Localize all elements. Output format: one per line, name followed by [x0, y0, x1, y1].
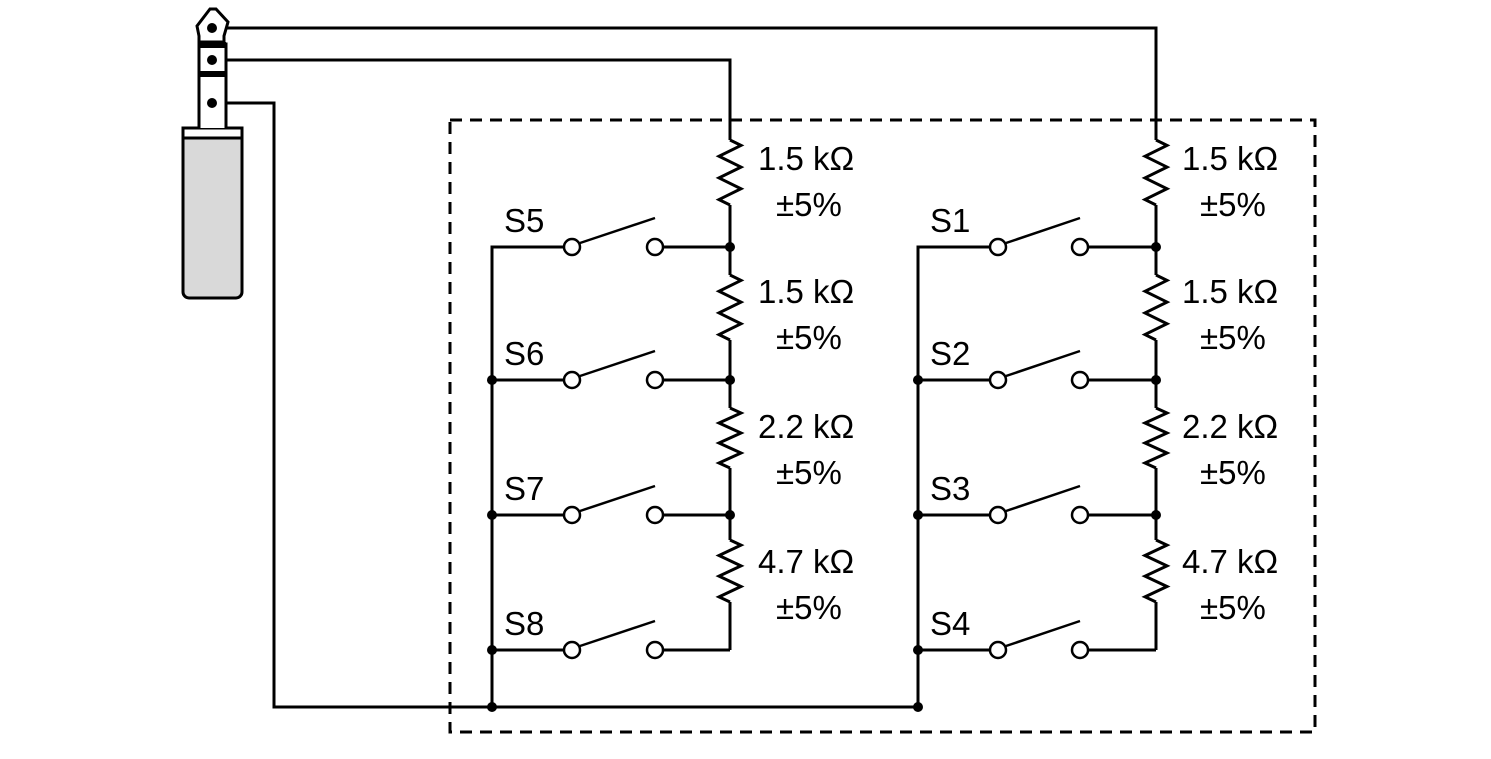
- resistor-tolerance-label: ±5%: [776, 319, 842, 356]
- switch-terminal: [645, 640, 665, 660]
- enclosure-dashed-box: [448, 118, 1317, 734]
- junction-dot: [1151, 375, 1161, 385]
- resistor-value-label: 1.5 kΩ: [758, 140, 854, 177]
- junction-dot: [1151, 242, 1161, 252]
- resistor-tolerance-label: ±5%: [1200, 589, 1266, 626]
- resistor-tolerance-label: ±5%: [776, 454, 842, 491]
- resistor-tolerance-label: ±5%: [1200, 319, 1266, 356]
- resistor-22k: [1141, 406, 1171, 470]
- junction-dot: [487, 510, 497, 520]
- junction-dot: [913, 375, 923, 385]
- resistor-tolerance-label: ±5%: [776, 186, 842, 223]
- junction-dot: [725, 510, 735, 520]
- junction-dot: [913, 645, 923, 655]
- ground-junction-dot: [913, 702, 923, 712]
- plug-barrel-collar: [181, 126, 244, 140]
- sleeve-wire: [212, 101, 918, 709]
- switch-terminal: [562, 505, 582, 525]
- switch-terminal: [988, 505, 1008, 525]
- junction-dot: [725, 242, 735, 252]
- resistor-15k: [1141, 138, 1171, 207]
- switch-lever: [579, 216, 656, 245]
- switch-terminal: [988, 640, 1008, 660]
- switch-terminal: [988, 237, 1008, 257]
- resistor-47k: [1141, 538, 1171, 604]
- switch-label-s8: S8: [504, 605, 544, 642]
- plug-barrel: [181, 126, 244, 300]
- tip-contact-dot: [207, 23, 217, 33]
- switch-terminal: [645, 505, 665, 525]
- resistor-15k: [1141, 273, 1171, 342]
- resistor-tolerance-label: ±5%: [776, 589, 842, 626]
- switch-lever: [1005, 484, 1081, 513]
- switch-terminal: [1070, 370, 1090, 390]
- resistor-15k: [715, 273, 745, 342]
- tip-wire: [212, 26, 1158, 140]
- ring-wire: [212, 58, 732, 140]
- plug-insulator-2: [199, 71, 226, 77]
- junction-dot: [487, 645, 497, 655]
- switch-terminal: [562, 237, 582, 257]
- resistor-tolerance-label: ±5%: [1200, 186, 1266, 223]
- resistor-value-label: 1.5 kΩ: [1182, 140, 1278, 177]
- right-ground-bus: [916, 245, 990, 707]
- resistor-value-label: 1.5 kΩ: [758, 273, 854, 310]
- junction-dot: [487, 375, 497, 385]
- switch-lever: [1005, 216, 1081, 245]
- switch-label-s5: S5: [504, 202, 544, 239]
- junction-dot: [1151, 510, 1161, 520]
- left-ground-bus: [490, 245, 564, 707]
- switch-terminal: [988, 370, 1008, 390]
- switch-terminal: [562, 370, 582, 390]
- components: 1.5 kΩ ±5% 1.5 kΩ ±5% 2.2 kΩ ±5% 4.7 kΩ ±5% S5S6…: [207, 23, 1278, 712]
- switch-terminal: [1070, 505, 1090, 525]
- switch-label-s2: S2: [930, 335, 970, 372]
- resistor-47k: [715, 538, 745, 604]
- ground-junction-dot: [487, 702, 497, 712]
- switch-terminal: [1070, 237, 1090, 257]
- switch-label-s3: S3: [930, 470, 970, 507]
- switch-label-s7: S7: [504, 470, 544, 507]
- ring-contact-dot: [207, 55, 217, 65]
- resistor-value-label: 4.7 kΩ: [758, 543, 854, 580]
- resistor-value-label: 4.7 kΩ: [1182, 543, 1278, 580]
- switch-lever: [579, 484, 656, 513]
- junction-dot: [725, 375, 735, 385]
- switch-terminal: [645, 370, 665, 390]
- switch-terminal: [562, 640, 582, 660]
- audio-jack-plug: [181, 7, 244, 300]
- switch-lever: [1005, 349, 1081, 378]
- wires: [212, 26, 1158, 709]
- resistor-15k: [715, 138, 745, 207]
- switch-label-s1: S1: [930, 202, 970, 239]
- resistor-value-label: 2.2 kΩ: [758, 408, 854, 445]
- switch-lever: [579, 619, 656, 648]
- junction-dot: [913, 510, 923, 520]
- switch-label-s4: S4: [930, 605, 970, 642]
- switch-lever: [1005, 619, 1081, 648]
- switch-lever: [579, 349, 656, 378]
- switch-terminal: [1070, 640, 1090, 660]
- resistor-22k: [715, 406, 745, 470]
- resistor-value-label: 1.5 kΩ: [1182, 273, 1278, 310]
- sleeve-contact-dot: [207, 98, 217, 108]
- resistor-value-label: 2.2 kΩ: [1182, 408, 1278, 445]
- switch-label-s6: S6: [504, 335, 544, 372]
- plug-insulator-1: [199, 42, 226, 48]
- switch-terminal: [645, 237, 665, 257]
- resistor-tolerance-label: ±5%: [1200, 454, 1266, 491]
